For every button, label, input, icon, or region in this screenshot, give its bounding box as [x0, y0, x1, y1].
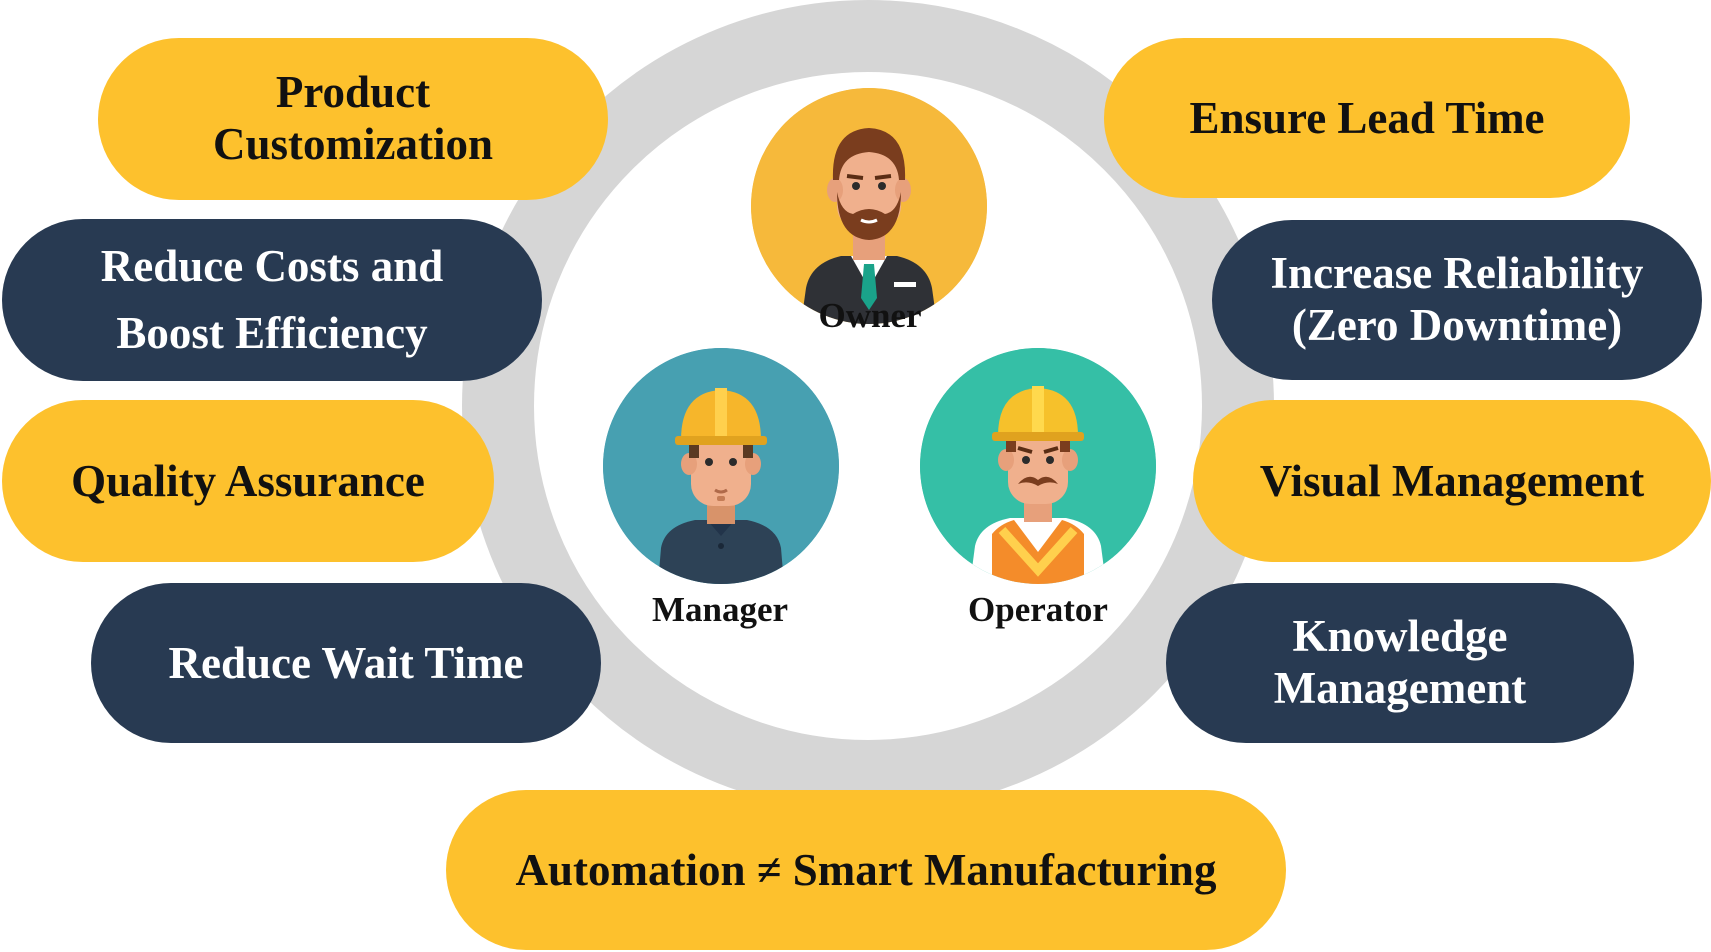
goal-text-line: Knowledge [1292, 611, 1508, 662]
goal-increase-reliability: Increase Reliability (Zero Downtime) [1212, 220, 1702, 380]
role-label-manager: Manager [651, 590, 789, 629]
goal-reduce-costs: Reduce Costs and Boost Efficiency [2, 219, 542, 381]
goal-text-line: Ensure Lead Time [1189, 93, 1545, 143]
goal-text-line: Increase Reliability [1270, 248, 1644, 299]
goal-reduce-wait-time: Reduce Wait Time [91, 583, 601, 743]
goal-text-line: Boost Efficiency [116, 308, 428, 358]
goal-text-line: Reduce Wait Time [168, 638, 524, 688]
goal-ensure-lead-time: Ensure Lead Time [1104, 38, 1630, 198]
goal-knowledge-management: Knowledge Management [1166, 583, 1634, 743]
role-label-owner: Owner [818, 296, 922, 335]
goal-visual-management: Visual Management [1193, 400, 1711, 562]
goal-text-line: Reduce Costs and [100, 240, 444, 291]
goal-text-line: Automation ≠ Smart Manufacturing [515, 845, 1217, 895]
goal-text-line: Visual Management [1259, 456, 1645, 506]
goal-text-line: Quality Assurance [71, 456, 425, 506]
goal-product-customization: Product Customization [98, 38, 608, 200]
goal-text-line: Product [275, 67, 431, 118]
goal-text-line: Management [1273, 663, 1527, 713]
businessman-avatar-icon [751, 88, 987, 324]
goal-text-line: Customization [213, 119, 493, 169]
role-label-operator: Operator [968, 590, 1108, 629]
engineer-avatar-icon [603, 348, 839, 584]
goal-text-line: (Zero Downtime) [1291, 300, 1623, 350]
worker-avatar-icon [920, 348, 1156, 584]
goal-quality-assurance: Quality Assurance [2, 400, 494, 562]
goal-automation-smart-manufacturing: Automation ≠ Smart Manufacturing [446, 790, 1286, 950]
